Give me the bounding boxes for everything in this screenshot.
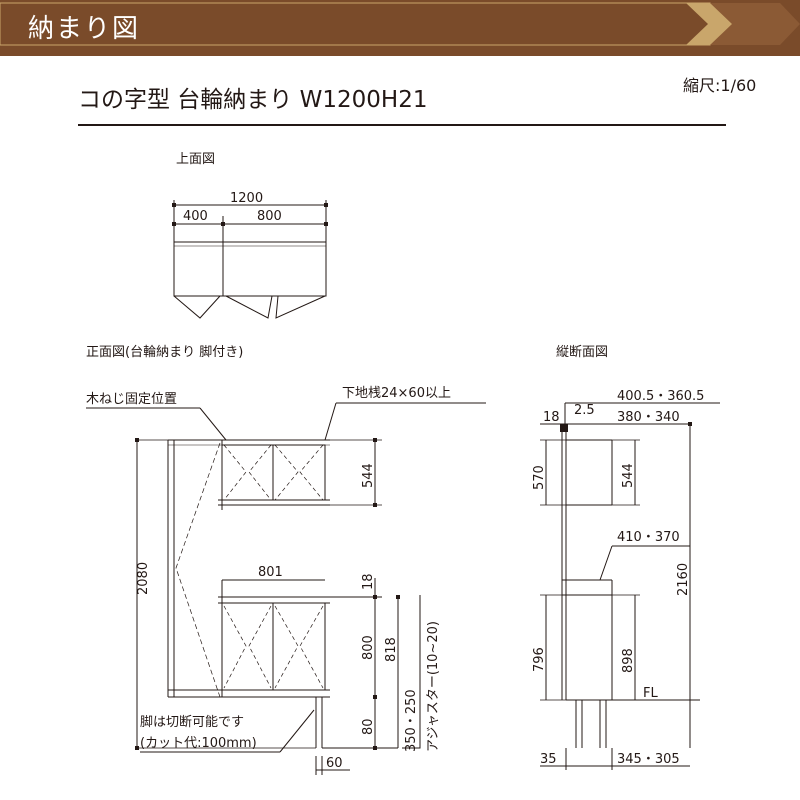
scale-label: 縮尺:1/60 bbox=[683, 76, 757, 95]
title-rule bbox=[78, 124, 726, 126]
dim-35: 35 bbox=[540, 752, 557, 767]
dim-total-2160: 2160 bbox=[676, 563, 691, 596]
dim-leg-350-250: 350・250 bbox=[404, 689, 419, 752]
plan-dim-right: 800 bbox=[257, 209, 282, 224]
dim-width-801: 801 bbox=[258, 565, 283, 580]
dim-lower-800: 800 bbox=[361, 635, 376, 660]
dim-898: 898 bbox=[621, 648, 636, 673]
dim-top-depth: 400.5・360.5 bbox=[617, 389, 704, 404]
header-banner bbox=[0, 0, 800, 56]
dim-t18: 18 bbox=[543, 410, 560, 425]
plan-dim-left: 400 bbox=[183, 209, 208, 224]
dim-base-depth: 345・305 bbox=[617, 752, 680, 767]
plan-dim-total: 1200 bbox=[230, 191, 263, 206]
dim-t25: 2.5 bbox=[574, 403, 595, 418]
screw-note: 木ねじ固定位置 bbox=[86, 392, 177, 407]
batten-note: 下地桟24×60以上 bbox=[342, 386, 451, 401]
dim-796: 796 bbox=[532, 647, 547, 672]
dim-upper-544: 544 bbox=[361, 463, 376, 488]
dim-base-80: 80 bbox=[361, 718, 376, 735]
dim-544-section: 544 bbox=[621, 463, 636, 488]
dim-lower-818: 818 bbox=[384, 637, 399, 662]
cut-note-2: (カット代:100mm) bbox=[140, 736, 257, 751]
dim-570: 570 bbox=[532, 465, 547, 490]
fl-label: FL bbox=[643, 686, 658, 701]
front-view: 正面図(台輪納まり 脚付き) 木ねじ固定位置 下地桟24×60以上 bbox=[86, 344, 486, 775]
section-view: 縦断面図 400.5・360.5 18 2.5 380・340 570 544 … bbox=[532, 345, 720, 770]
dim-height-2080: 2080 bbox=[136, 562, 151, 595]
adjuster-note: アジャスター(10~20) bbox=[426, 621, 441, 752]
dim-counter-depth: 410・370 bbox=[617, 530, 680, 545]
front-view-label: 正面図(台輪納まり 脚付き) bbox=[86, 344, 243, 360]
dim-upper-depth: 380・340 bbox=[617, 410, 680, 425]
plan-view: 上面図 1200 400 800 bbox=[172, 152, 328, 319]
plan-view-label: 上面図 bbox=[176, 152, 215, 167]
dim-leg-60: 60 bbox=[326, 756, 343, 771]
cut-note-1: 脚は切断可能です bbox=[140, 714, 244, 730]
header-title: 納まり図 bbox=[28, 14, 141, 44]
dim-board-18: 18 bbox=[361, 573, 376, 590]
section-view-label: 縦断面図 bbox=[556, 345, 608, 360]
page-title: コの字型 台輪納まり W1200H21 bbox=[78, 87, 428, 113]
